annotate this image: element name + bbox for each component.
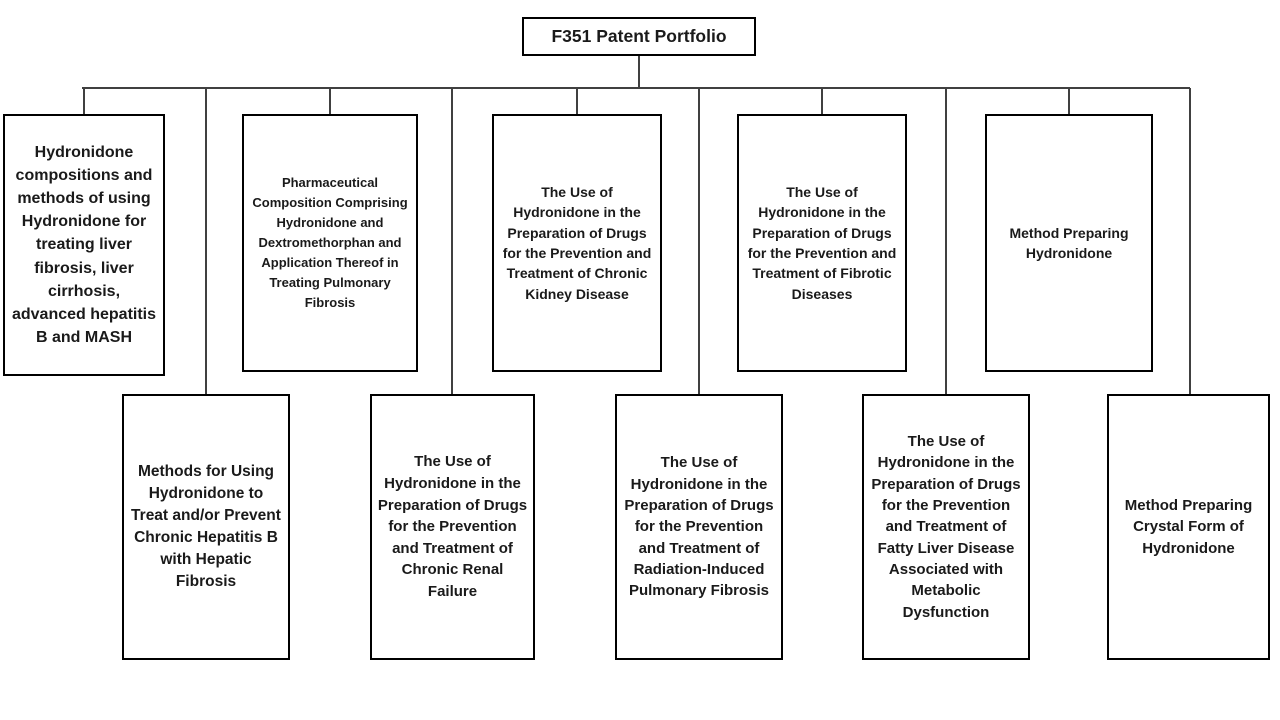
patent-node-chronic-renal-failure: The Use of Hydronidone in the Preparatio… (370, 394, 535, 660)
patent-node-fatty-liver-disease: The Use of Hydronidone in the Preparatio… (862, 394, 1030, 660)
patent-node-method-preparing-hydronidone: Method Preparing Hydronidone (985, 114, 1153, 372)
root-node-f351-patent-portfolio: F351 Patent Portfolio (522, 17, 756, 56)
patent-node-label: The Use of Hydronidone in the Preparatio… (377, 453, 528, 600)
patent-node-chronic-hepatitis-b: Methods for Using Hydronidone to Treat a… (122, 394, 290, 660)
patent-node-dextromethorphan-composition: Pharmaceutical Composition Comprising Hy… (242, 114, 418, 372)
patent-node-fibrotic-diseases: The Use of Hydronidone in the Preparatio… (737, 114, 907, 372)
patent-node-label: Method Preparing Crystal Form of Hydroni… (1124, 496, 1253, 557)
patent-node-label: Methods for Using Hydronidone to Treat a… (131, 463, 281, 590)
patent-node-radiation-induced-pulmonary-fibrosis: The Use of Hydronidone in the Preparatio… (615, 394, 783, 660)
patent-node-label: Hydronidone compositions and methods of … (11, 143, 157, 347)
patent-node-label: The Use of Hydronidone in the Preparatio… (747, 184, 897, 302)
patent-node-liver-fibrosis-compositions: Hydronidone compositions and methods of … (3, 114, 165, 376)
patent-node-label: Pharmaceutical Composition Comprising Hy… (252, 174, 408, 311)
root-node-label: F351 Patent Portfolio (551, 26, 727, 46)
patent-node-label: The Use of Hydronidone in the Preparatio… (871, 433, 1021, 621)
patent-node-label: The Use of Hydronidone in the Preparatio… (624, 454, 774, 600)
patent-node-chronic-kidney-disease: The Use of Hydronidone in the Preparatio… (492, 114, 662, 372)
patent-node-label: Method Preparing Hydronidone (1009, 224, 1129, 261)
patent-node-label: The Use of Hydronidone in the Preparatio… (502, 184, 652, 302)
patent-node-crystal-form: Method Preparing Crystal Form of Hydroni… (1107, 394, 1270, 660)
